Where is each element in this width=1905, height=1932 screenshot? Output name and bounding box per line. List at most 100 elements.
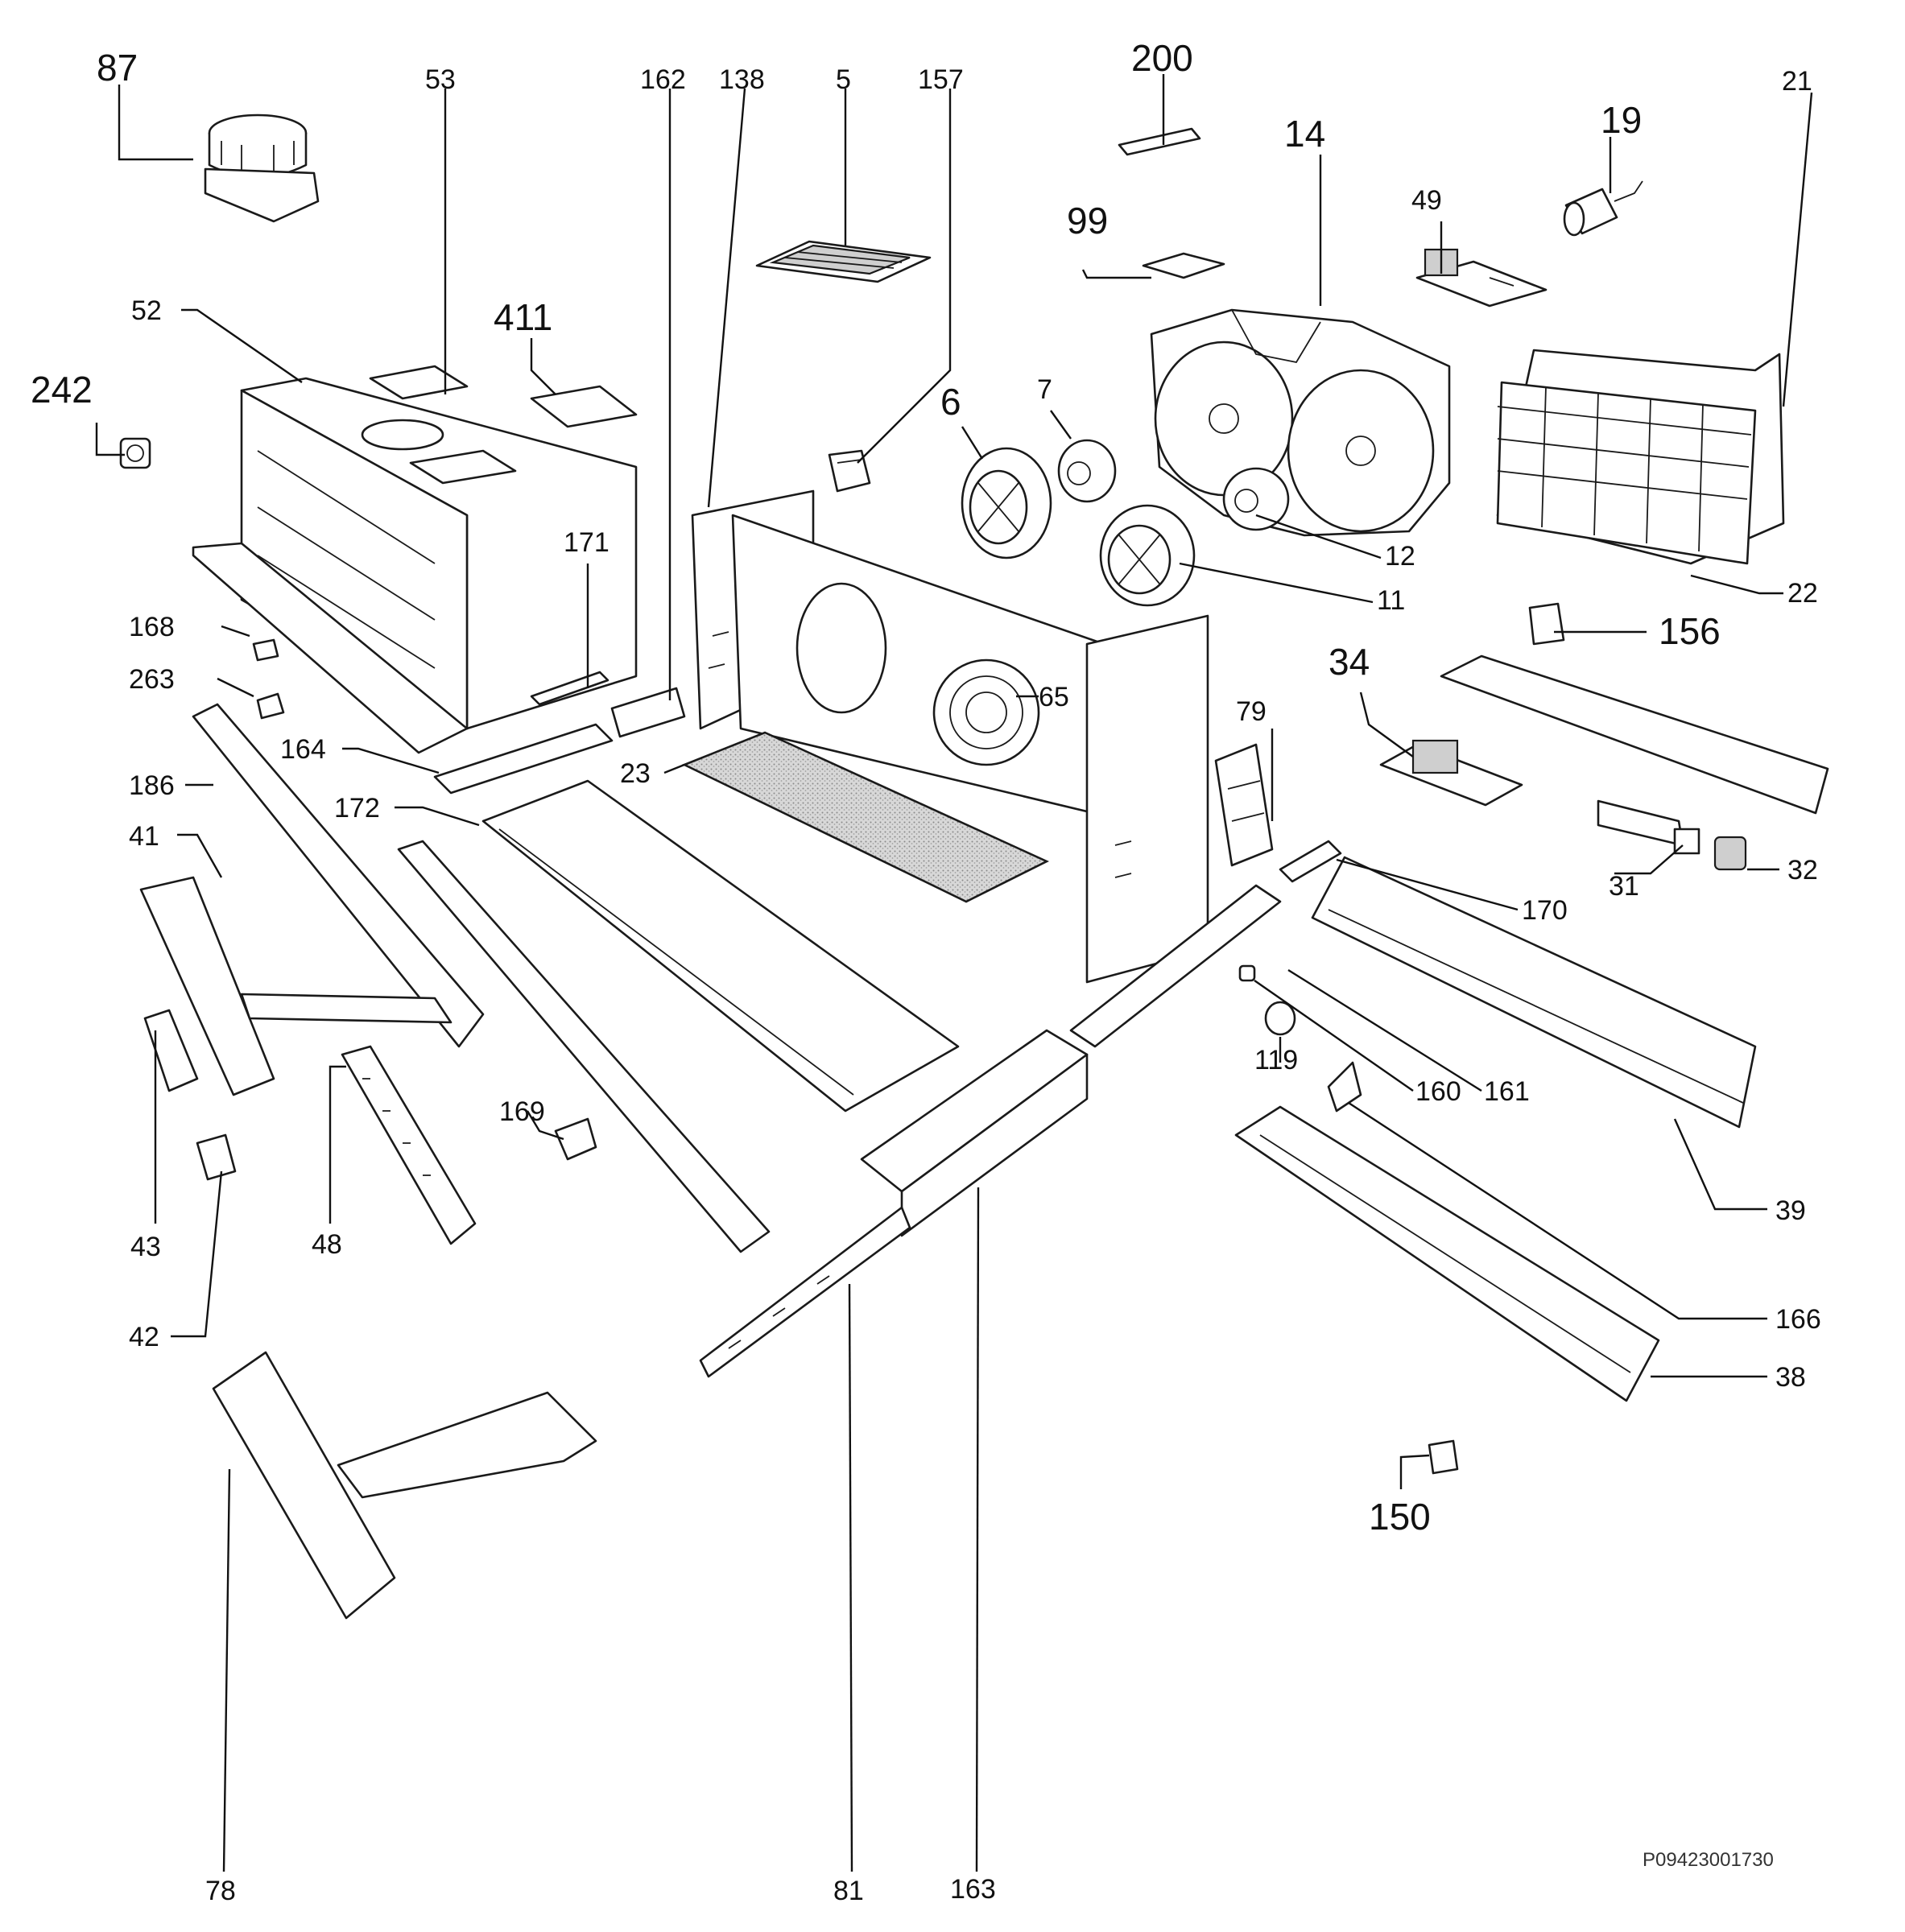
label-163: 163 <box>950 1874 996 1905</box>
part-19-capacitor <box>1563 180 1643 237</box>
part-119 <box>1264 1001 1296 1036</box>
label-42: 42 <box>129 1322 159 1352</box>
part-87-duct-adapter <box>204 114 320 223</box>
part-31 <box>1597 799 1700 855</box>
label-156: 156 <box>1659 610 1721 652</box>
label-186: 186 <box>129 770 175 801</box>
label-43: 43 <box>130 1232 161 1262</box>
part-7-motor <box>1057 439 1117 503</box>
part-200-strip <box>1118 127 1201 156</box>
label-263: 263 <box>129 664 175 695</box>
label-99: 99 <box>1067 200 1108 242</box>
part-172-frame <box>481 779 960 1113</box>
label-170: 170 <box>1522 895 1568 926</box>
part-169-clip <box>554 1117 597 1161</box>
label-48: 48 <box>312 1229 342 1260</box>
label-138: 138 <box>719 64 765 95</box>
part-156-clip <box>1528 602 1565 646</box>
label-49: 49 <box>1411 185 1442 216</box>
label-38: 38 <box>1775 1362 1806 1393</box>
label-39: 39 <box>1775 1195 1806 1226</box>
label-53: 53 <box>425 64 456 95</box>
leader-lines <box>95 74 1813 1872</box>
part-6-fan-wheel <box>961 447 1052 559</box>
part-150-clip <box>1428 1439 1459 1475</box>
part-78-handle <box>212 1351 597 1620</box>
label-41: 41 <box>129 821 159 852</box>
part-242-clip <box>119 437 151 469</box>
label-78: 78 <box>205 1876 236 1906</box>
label-31: 31 <box>1609 871 1639 902</box>
label-169: 169 <box>499 1096 545 1127</box>
label-150: 150 <box>1369 1496 1431 1538</box>
part-163-front-bar <box>860 1029 1089 1237</box>
part-41-handle <box>139 876 452 1096</box>
part-11-fan-wheel <box>1099 504 1196 607</box>
part-99-pad <box>1142 252 1225 279</box>
label-12: 12 <box>1385 541 1415 572</box>
part-52-outer-housing <box>192 365 638 754</box>
label-22: 22 <box>1787 578 1818 609</box>
part-162-channel <box>610 687 686 738</box>
part-5-grille <box>755 240 932 283</box>
part-81-slide-rail <box>699 1206 911 1378</box>
part-160 <box>1238 964 1256 982</box>
label-164: 164 <box>280 734 326 765</box>
label-162: 162 <box>640 64 686 95</box>
part-48-control-strip <box>341 1045 477 1245</box>
label-34: 34 <box>1329 641 1370 683</box>
part-39-rail <box>1311 856 1757 1129</box>
part-38-glass-panel <box>1234 1105 1660 1402</box>
part-263 <box>256 692 285 720</box>
part-166-bracket <box>1327 1061 1362 1113</box>
label-52: 52 <box>131 295 162 326</box>
part-14-motor-housing <box>1150 308 1451 537</box>
label-19: 19 <box>1601 99 1642 141</box>
label-119: 119 <box>1254 1045 1298 1075</box>
label-79: 79 <box>1236 696 1267 727</box>
part-49-transformer-board <box>1415 248 1548 308</box>
label-87: 87 <box>97 47 138 89</box>
label-161: 161 <box>1484 1076 1530 1107</box>
part-34-circuit-board <box>1379 739 1523 807</box>
label-21: 21 <box>1782 66 1812 97</box>
label-200: 200 <box>1131 37 1193 79</box>
part-upper-right-rail <box>1440 654 1829 815</box>
label-172: 172 <box>334 793 380 824</box>
label-65: 65 <box>1039 682 1069 712</box>
part-186-rail <box>192 703 485 1048</box>
part-164-channel <box>433 723 614 795</box>
label-23: 23 <box>620 758 651 789</box>
label-171: 171 <box>564 527 610 558</box>
part-43-tab <box>143 1009 199 1092</box>
label-7: 7 <box>1037 374 1052 405</box>
label-32: 32 <box>1787 855 1818 886</box>
label-160: 160 <box>1415 1076 1461 1107</box>
label-6: 6 <box>940 381 961 423</box>
label-5: 5 <box>836 64 851 95</box>
part-left-slat <box>397 840 771 1253</box>
label-242: 242 <box>31 369 93 411</box>
part-171-channel <box>530 671 610 706</box>
part-170-strip <box>1279 840 1342 883</box>
label-411: 411 <box>494 296 552 338</box>
part-79-switch-block <box>1214 743 1274 867</box>
part-168 <box>252 638 279 662</box>
part-12-motor <box>1222 467 1290 531</box>
label-81: 81 <box>833 1876 864 1906</box>
drawing-code: P09423001730 <box>1643 1849 1774 1871</box>
part-labels: 87 53 162 138 5 157 200 14 19 21 99 49 5… <box>31 37 1821 1906</box>
part-138-chassis <box>691 489 1209 984</box>
part-411-label <box>530 385 638 428</box>
label-157: 157 <box>918 64 964 95</box>
part-right-front-bar <box>1069 884 1282 1048</box>
part-21-22-filter-frame <box>1496 349 1785 565</box>
label-11: 11 <box>1377 585 1405 616</box>
part-23-grease-filter <box>681 731 1050 903</box>
label-14: 14 <box>1284 113 1325 155</box>
part-42-tab <box>196 1133 237 1181</box>
label-166: 166 <box>1775 1304 1821 1335</box>
label-168: 168 <box>129 612 175 642</box>
part-32 <box>1713 836 1747 871</box>
